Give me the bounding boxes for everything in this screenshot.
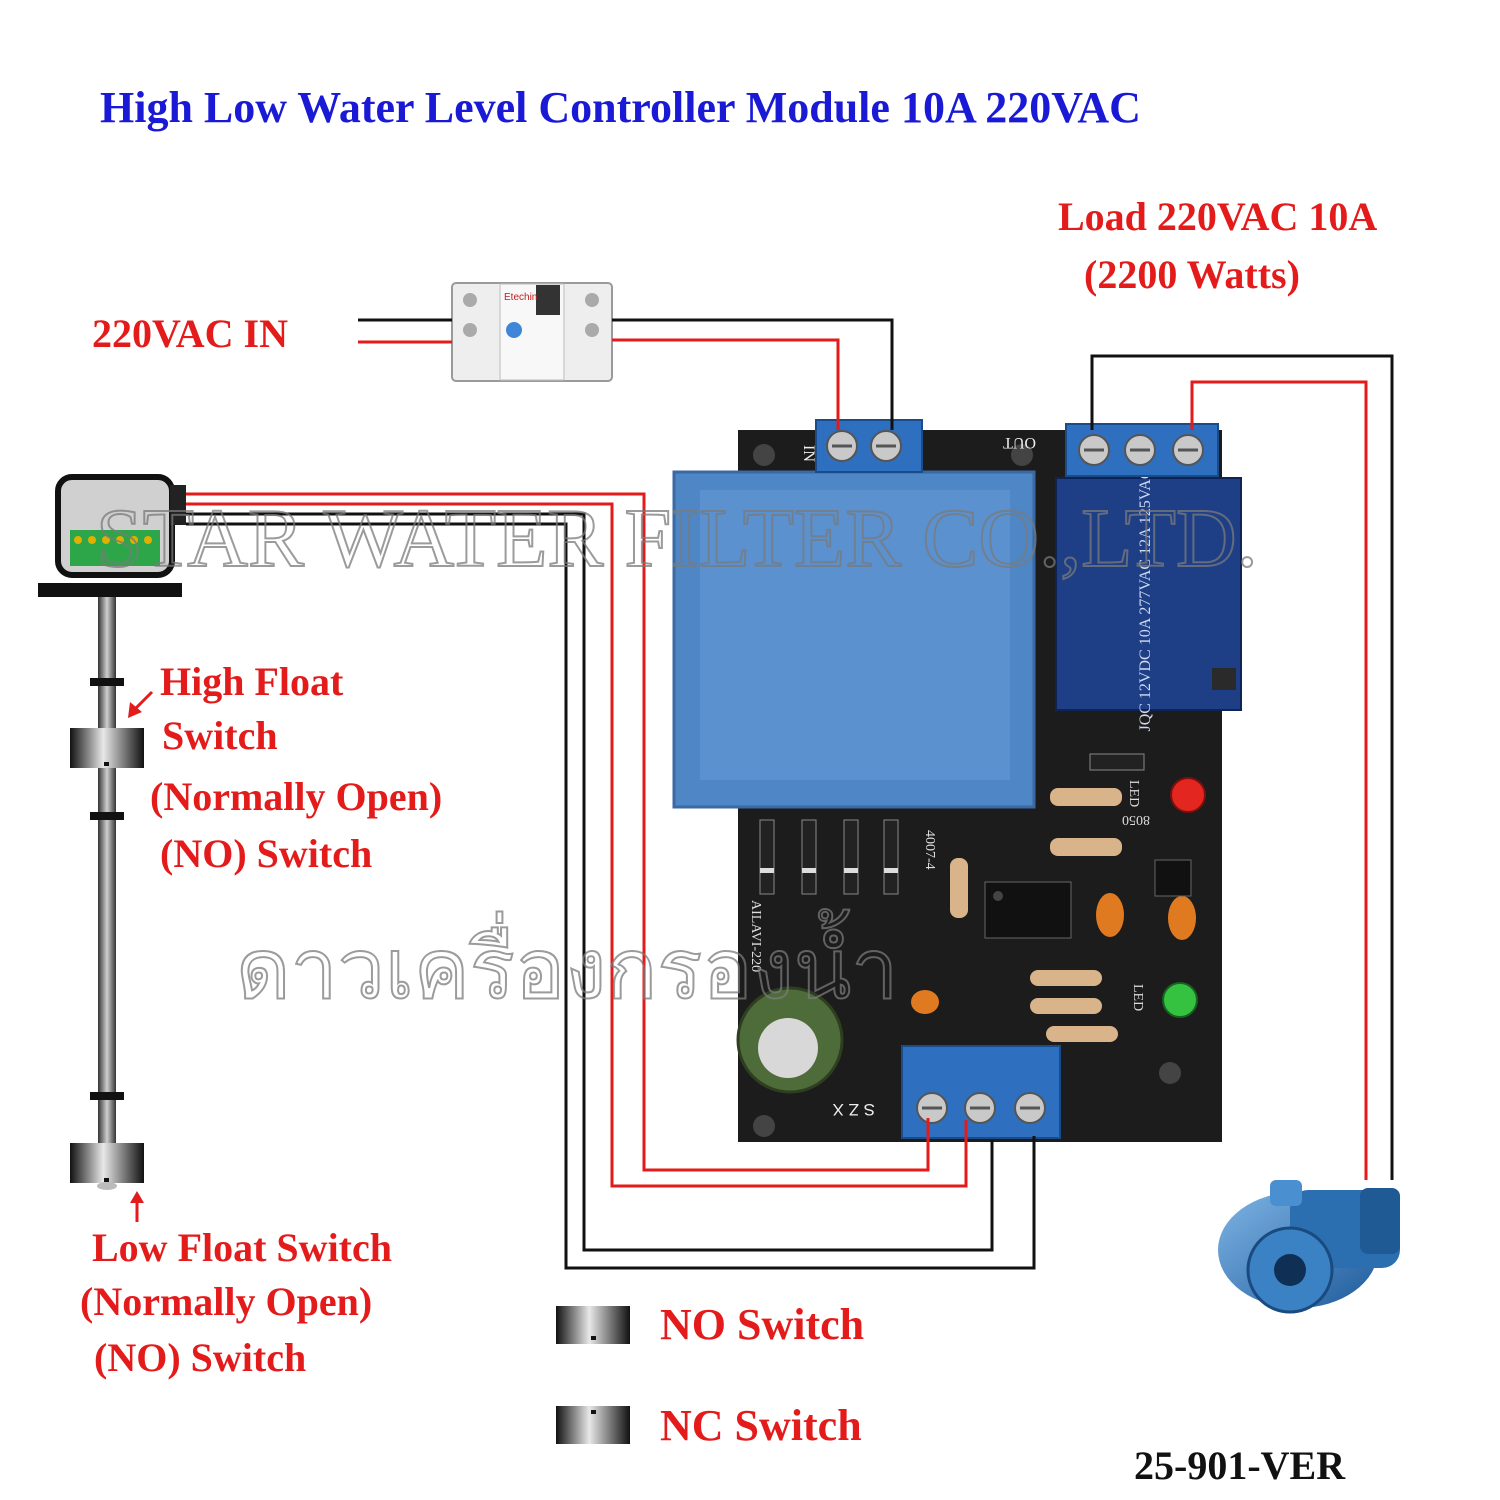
sensor-terminal-marking: S Z X — [832, 1100, 875, 1119]
low-float — [70, 1143, 144, 1183]
arrow-low-float-icon — [130, 1191, 144, 1203]
low-float-label-1: Low Float Switch — [92, 1225, 392, 1270]
pcb-components: 4007-4 AILAVI-220 8050 LED LED — [736, 753, 1206, 1094]
breaker-brand: Etechin — [504, 292, 537, 303]
arrow-high-float-icon — [128, 702, 142, 718]
diode-marking: 4007-4 — [922, 830, 937, 870]
high-float-label-1: High Float — [160, 659, 344, 704]
load-watts-label: (2200 Watts) — [1084, 252, 1300, 297]
pointer-arrows — [128, 690, 154, 1222]
transformer — [672, 470, 1036, 809]
high-float-label-4: (NO) Switch — [160, 831, 373, 876]
out-terminal-marking: OUT — [1003, 434, 1036, 451]
relay-marking: JQC 12VDC 10A 277VAC 12A 125VAC — [1137, 468, 1154, 731]
output-terminal-block: OUT — [1003, 423, 1219, 477]
legend-symbols — [556, 1306, 630, 1444]
low-float-label-3: (NO) Switch — [94, 1335, 307, 1380]
wires — [186, 318, 1394, 1270]
page-title: High Low Water Level Controller Module 1… — [100, 83, 1141, 132]
input-terminal-block: IN — [800, 419, 923, 473]
transistor-marking: 8050 — [1122, 812, 1150, 827]
low-float-label-2: (Normally Open) — [80, 1279, 373, 1324]
high-float — [70, 728, 144, 768]
float-switch-assembly — [38, 474, 186, 1190]
part-number: 25-901-VER — [1134, 1443, 1346, 1488]
red-led — [1170, 777, 1206, 813]
relay: JQC 12VDC 10A 277VAC 12A 125VAC — [1055, 468, 1242, 732]
green-led — [1162, 982, 1198, 1018]
in-terminal-marking: IN — [800, 445, 817, 462]
high-float-label-3: (Normally Open) — [150, 774, 443, 819]
high-float-label-2: Switch — [162, 713, 278, 758]
legend-nc-label: NC Switch — [660, 1401, 862, 1450]
load-label: Load 220VAC 10A — [1058, 194, 1378, 239]
board-id-marking: AILAVI-220 — [748, 900, 763, 972]
circuit-breaker: Etechin — [451, 282, 613, 382]
company-watermark: STAR WATER FILTER CO.,LTD. — [96, 492, 1258, 585]
led-marking-2: LED — [1130, 984, 1145, 1011]
thai-watermark: ดาวเครื่องกรองน้ำ — [236, 909, 898, 1017]
water-pump — [1218, 1180, 1400, 1314]
legend-no-label: NO Switch — [660, 1300, 865, 1349]
power-in-label: 220VAC IN — [92, 311, 288, 356]
led-marking-1: LED — [1126, 780, 1141, 807]
